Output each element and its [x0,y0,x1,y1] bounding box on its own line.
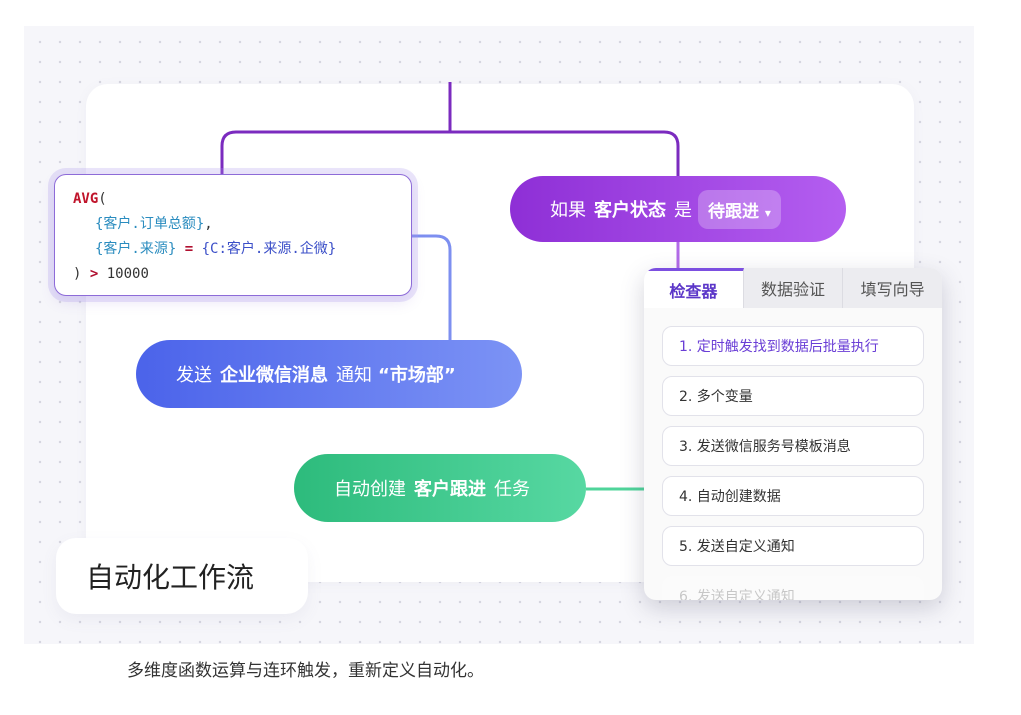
tab-fill-wizard[interactable]: 填写向导 [860,280,925,299]
code-to-send-line [410,234,452,340]
workflow-connectors [220,82,680,491]
formula-line-2: {客户.订单总额}, [73,212,393,237]
condition-node[interactable]: 如果 客户状态 是 待跟进 ▾ [510,176,846,242]
task-prefix: 自动创建 [334,479,406,500]
tab-inspector[interactable]: 检查器 [644,268,744,308]
caption-text: 多维度函数运算与连环触发，重新定义自动化。 [127,661,484,681]
send-message-node[interactable]: 发送 企业微信消息 通知 “市场部” [136,340,522,408]
send-verb: 通知 [336,365,372,386]
formula-comma: , [204,216,213,232]
formula-line-3: {客户.来源} = {C:客户.来源.企微} [73,237,393,262]
formula-line-4: ) > 10000 [73,262,393,287]
inspector-item[interactable]: 5. 发送自定义通知 [662,526,924,566]
formula-line-1: AVG( [73,187,393,212]
inspector-item[interactable]: 3. 发送微信服务号模板消息 [662,426,924,466]
send-prefix: 发送 [176,365,212,386]
inspector-panel: 检查器 数据验证 填写向导 1. 定时触发找到数据后批量执行 2. 多个变量 3… [644,268,942,600]
formula-function: AVG [73,191,99,207]
condition-value: 待跟进 [708,201,759,222]
condition-verb: 是 [674,200,692,221]
chevron-down-icon: ▾ [764,205,771,220]
inspector-item[interactable]: 2. 多个变量 [662,376,924,416]
formula-const-ref: {C:客户.来源.企微} [201,241,337,257]
formula-equals: = [184,241,194,257]
tab-data-validation[interactable]: 数据验证 [744,268,844,308]
task-object: 客户跟进 [414,479,486,500]
inspector-item[interactable]: 4. 自动创建数据 [662,476,924,516]
formula-card[interactable]: AVG( {客户.订单总额}, {客户.来源} = {C:客户.来源.企微} )… [54,174,412,296]
send-channel: 企业微信消息 [220,365,328,386]
formula-greater-than: > [89,266,99,282]
send-target: “市场部” [378,365,456,386]
inspector-item-list: 1. 定时触发找到数据后批量执行 2. 多个变量 3. 发送微信服务号模板消息 … [644,308,942,600]
formula-ref-source: {客户.来源} [95,241,177,257]
condition-prefix: 如果 [550,200,586,221]
inspector-item[interactable]: 1. 定时触发找到数据后批量执行 [662,326,924,366]
inspector-item[interactable]: 6. 发送自定义通知 [662,576,924,600]
workflow-stage: AVG( {客户.订单总额}, {客户.来源} = {C:客户.来源.企微} )… [24,26,974,644]
condition-field: 客户状态 [594,200,666,221]
formula-open-paren: ( [98,191,107,207]
branch-line [220,130,680,176]
condition-value-dropdown[interactable]: 待跟进 ▾ [698,189,781,229]
inspector-tabs: 检查器 数据验证 填写向导 [644,268,942,308]
formula-ref-order-total: {客户.订单总额} [95,216,205,232]
create-task-node[interactable]: 自动创建 客户跟进 任务 [294,454,586,522]
task-suffix: 任务 [494,479,530,500]
formula-close-paren: ) [73,266,82,282]
page-title: 自动化工作流 [56,538,308,614]
formula-threshold: 10000 [106,266,149,282]
